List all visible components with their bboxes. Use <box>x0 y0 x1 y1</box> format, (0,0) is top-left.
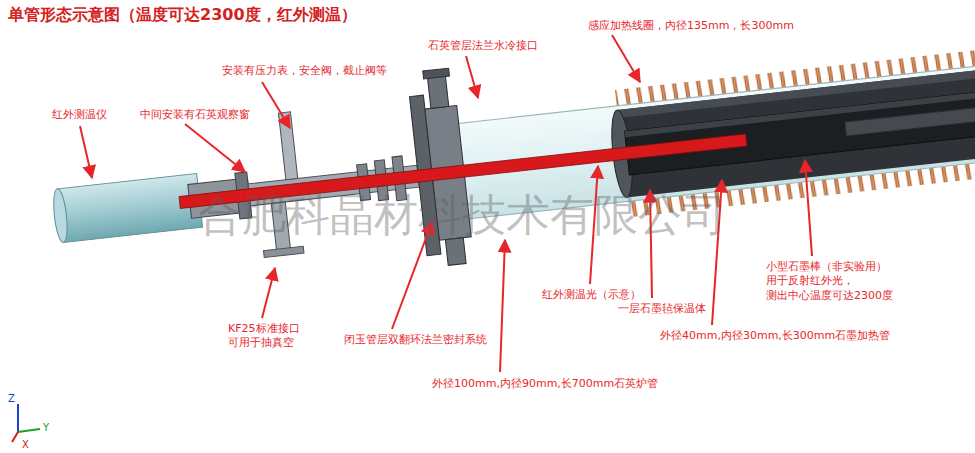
callout-label: 外径40mm,内径30mm,长300mm石墨加热管 <box>660 329 890 343</box>
leader-line <box>805 160 812 256</box>
leader-line <box>80 126 92 178</box>
graphite-heater <box>625 75 975 175</box>
leader-line <box>466 56 478 98</box>
z-axis <box>17 404 19 432</box>
water-port-cap <box>423 68 450 79</box>
leader-line <box>185 124 245 172</box>
water-port <box>427 75 448 109</box>
leader-lines <box>80 35 812 372</box>
leader-line <box>500 240 505 372</box>
leader-line <box>612 35 640 82</box>
y-axis <box>18 429 40 432</box>
axis-label: X <box>22 438 29 451</box>
callout-label: 安装有压力表，安全阀，截止阀等 <box>222 64 387 78</box>
callout-label: 外径100mm,内径90mm,长700mm石英炉管 <box>432 377 658 391</box>
leader-line <box>262 82 290 128</box>
callout-label: 小型石墨棒（非实验用） 用于反射红外光，测出中心温度可达2300度 <box>766 260 966 303</box>
leader-line <box>262 268 275 318</box>
callout-label: 中间安装有石英观察窗 <box>140 108 250 122</box>
graphite-rod <box>845 90 975 136</box>
callout-label: 闭玉管层双翻环法兰密封系统 <box>344 333 487 347</box>
axis-label: Y <box>43 421 49 434</box>
tube-assembly <box>43 0 975 308</box>
callout-label: 红外测温光（示意） <box>542 288 641 302</box>
callout-label: 一层石墨毡保温体 <box>618 302 706 316</box>
kf25-flange <box>263 246 304 257</box>
graphite-felt <box>617 53 975 198</box>
axis-triad <box>12 404 40 442</box>
watermark: 合肥科晶材料技术有限公司 <box>198 186 726 243</box>
water-port <box>445 238 466 266</box>
axis-label: Z <box>8 392 15 405</box>
x-axis <box>12 432 18 442</box>
title: 单管形态示意图（温度可达2300度，红外测温） <box>8 5 357 26</box>
callout-label: KF25标准接口 可用于抽真空 <box>228 322 320 351</box>
ir-thermometer-end <box>51 188 69 243</box>
gauge-pipe <box>278 112 297 180</box>
callout-label: 感应加热线圈，内径135mm，长300mm <box>588 19 794 33</box>
callout-label: 红外测温仪 <box>52 108 107 122</box>
callout-label: 石英管层法兰水冷接口 <box>428 39 538 53</box>
